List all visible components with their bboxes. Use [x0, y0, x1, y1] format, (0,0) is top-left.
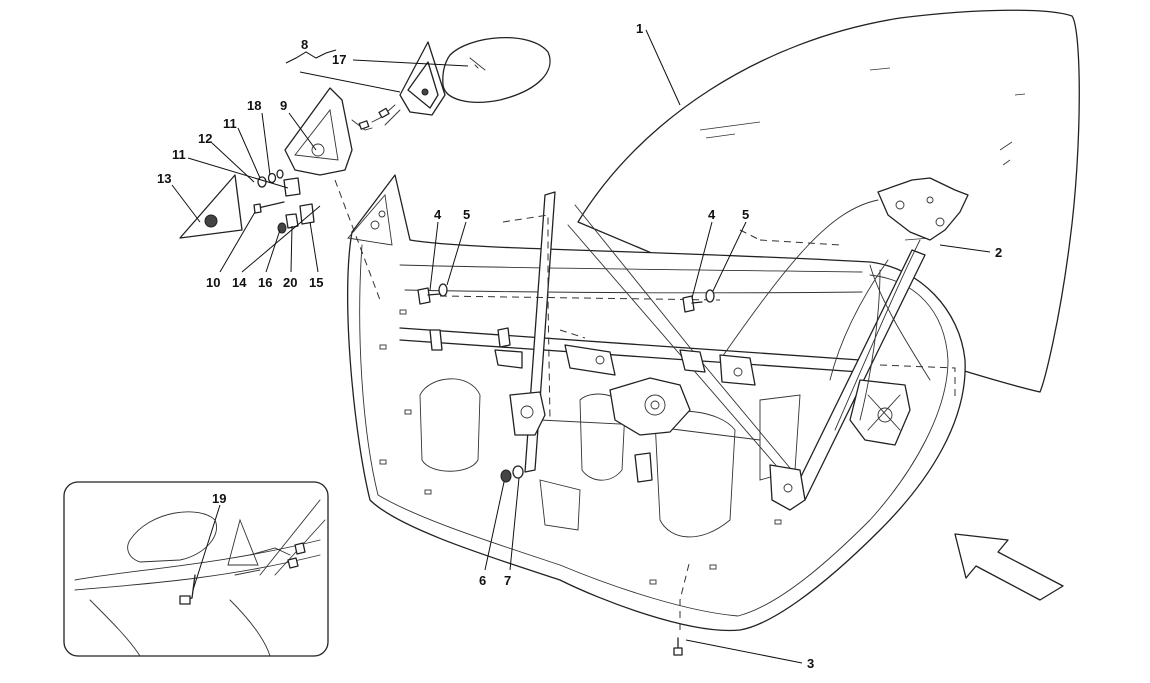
callout-20: 20 — [283, 275, 297, 290]
leader-lines — [171, 29, 991, 664]
callout-7: 7 — [504, 573, 511, 588]
callout-15: 15 — [309, 275, 323, 290]
callout-11-lower: 11 — [172, 147, 186, 162]
callout-2: 2 — [995, 245, 1002, 260]
callout-3: 3 — [807, 656, 814, 671]
callout-4-left: 4 — [434, 207, 442, 222]
inset-detail-box — [63, 481, 329, 657]
callout-11-upper: 11 — [223, 116, 237, 131]
callout-1: 1 — [636, 21, 643, 36]
callout-16: 16 — [258, 275, 272, 290]
callout-9: 9 — [280, 98, 287, 113]
callout-10: 10 — [206, 275, 220, 290]
direction-arrow — [954, 533, 1064, 601]
door-glass-part — [577, 9, 1080, 393]
callout-14: 14 — [232, 275, 247, 290]
callout-4-right: 4 — [708, 207, 716, 222]
callout-13: 13 — [157, 171, 171, 186]
callout-17: 17 — [332, 52, 346, 67]
callout-5-left: 5 — [463, 207, 470, 222]
mirror-assembly — [179, 36, 551, 239]
callout-18: 18 — [247, 98, 261, 113]
callout-labels: 1 2 3 4 5 4 5 6 7 8 9 10 11 11 12 13 14 … — [157, 21, 1002, 671]
window-regulator-part — [334, 177, 969, 630]
callout-6: 6 — [479, 573, 486, 588]
callout-19: 19 — [212, 491, 226, 506]
callout-8: 8 — [301, 37, 308, 52]
callout-12: 12 — [198, 131, 212, 146]
callout-5-right: 5 — [742, 207, 749, 222]
fasteners — [417, 283, 715, 656]
